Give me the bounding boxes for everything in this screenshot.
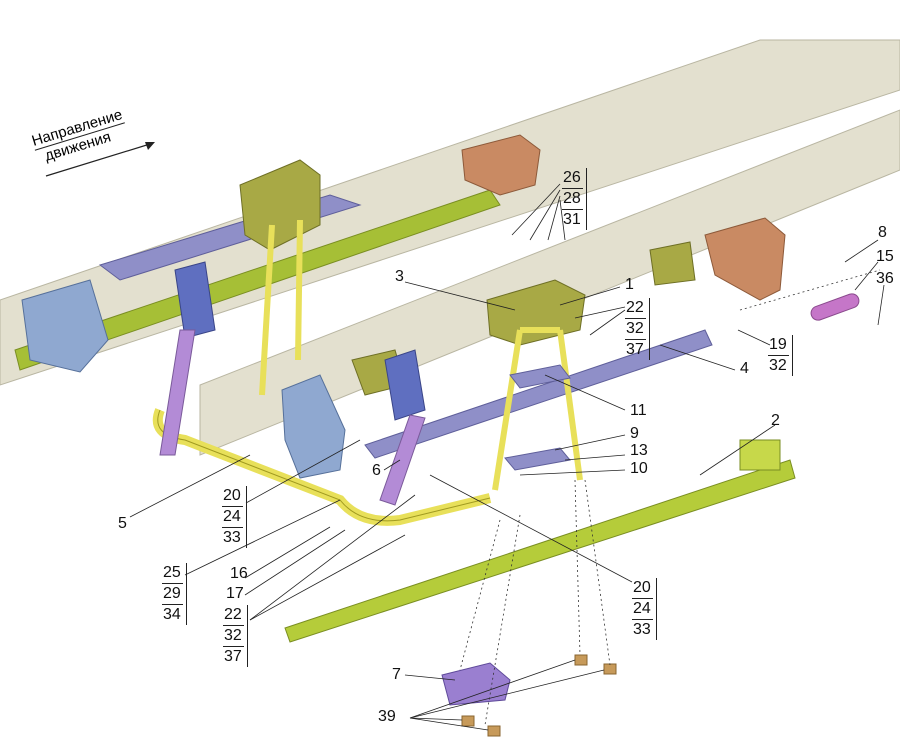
- link-rear: [159, 329, 196, 456]
- callout-33: 33: [223, 529, 241, 546]
- callout-3: 3: [395, 268, 404, 285]
- u-bolt-front: [492, 327, 583, 491]
- direction-arrow: [45, 143, 151, 177]
- bracket-olive-small: [649, 241, 696, 286]
- stabilizer-bar-outline: [157, 409, 491, 522]
- callout-group-22-32-37-top: 22 32 37: [625, 298, 650, 360]
- bracket-brown-rear: [461, 134, 541, 196]
- callout-20: 20: [632, 578, 653, 599]
- callout-24: 24: [222, 507, 243, 528]
- spring-seat-7: [441, 662, 511, 706]
- callout-group-20-24-33-right: 20 24 33: [632, 578, 657, 640]
- callout-1: 1: [625, 276, 634, 293]
- callout-4: 4: [740, 360, 749, 377]
- callout-26: 26: [562, 168, 583, 189]
- callout-16: 16: [230, 565, 248, 582]
- callout-13: 13: [630, 442, 648, 459]
- bracket-blue-left: [174, 261, 216, 339]
- bracket-olive-front: [486, 279, 586, 346]
- callout-19: 19: [768, 335, 789, 356]
- callout-32: 32: [769, 357, 787, 374]
- bracket-brown-front: [704, 217, 786, 301]
- callout-39: 39: [378, 708, 396, 725]
- leaf-spring-upper: [14, 189, 501, 371]
- callout-28: 28: [562, 189, 583, 210]
- callout-20: 20: [222, 486, 243, 507]
- callout-group-20-24-33-left: 20 24 33: [222, 486, 247, 548]
- callout-group-25-29-34: 25 29 34: [162, 563, 187, 625]
- callout-15: 15: [876, 248, 894, 265]
- pin-15: [810, 293, 860, 321]
- callout-group-22-32-37-bottom: 22 32 37: [223, 605, 248, 667]
- callout-group-26-28-31: 26 28 31: [562, 168, 587, 230]
- leaf-spring-2: [284, 459, 796, 643]
- callout-5: 5: [118, 515, 127, 532]
- callout-33: 33: [633, 621, 651, 638]
- spring-eye-bracket: [739, 439, 781, 471]
- bracket-blue-rear: [21, 279, 109, 373]
- callout-31: 31: [563, 211, 581, 228]
- callout-36: 36: [876, 270, 894, 287]
- leader-lines: [129, 183, 885, 731]
- callout-29: 29: [162, 584, 183, 605]
- callout-6: 6: [372, 462, 381, 479]
- bracket-blue-front: [281, 374, 346, 479]
- callout-9: 9: [630, 425, 639, 442]
- callout-34: 34: [163, 606, 181, 623]
- callout-37: 37: [626, 341, 644, 358]
- callout-24: 24: [632, 599, 653, 620]
- callout-32: 32: [625, 319, 646, 340]
- callout-11: 11: [630, 402, 647, 419]
- link-6: [379, 414, 426, 506]
- callout-17: 17: [226, 585, 244, 602]
- pad-13: [504, 447, 571, 471]
- callout-22: 22: [223, 605, 244, 626]
- pad-11: [509, 364, 571, 389]
- callout-7: 7: [392, 666, 401, 683]
- u-bolt-rear: [259, 219, 303, 396]
- callout-8: 8: [878, 224, 887, 241]
- dotted-assembly-lines: [459, 269, 881, 726]
- callout-25: 25: [162, 563, 183, 584]
- aux-spring-4: [364, 329, 713, 459]
- callout-37: 37: [224, 648, 242, 665]
- callout-2: 2: [771, 412, 780, 429]
- callout-22: 22: [625, 298, 646, 319]
- callout-group-19-32: 19 32: [768, 335, 793, 376]
- callout-10: 10: [630, 460, 648, 477]
- direction-arrowhead: [145, 142, 155, 150]
- bracket-blue-mid: [384, 349, 426, 421]
- callout-32: 32: [223, 626, 244, 647]
